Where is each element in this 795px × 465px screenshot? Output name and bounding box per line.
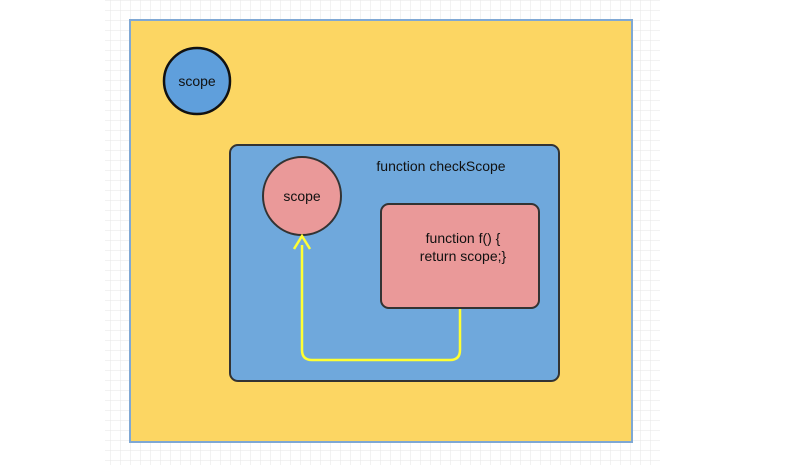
global-scope-node: scope — [162, 46, 232, 116]
local-scope-label: scope — [283, 188, 321, 204]
inner-function-box — [380, 203, 540, 309]
global-scope-circle — [162, 46, 232, 116]
inner-function-line-2: return scope;} — [420, 248, 507, 264]
inner-function-line-1: function f() { — [426, 230, 501, 246]
arrow-up-icon — [292, 233, 312, 250]
check-scope-title: function checkScope — [376, 158, 505, 174]
local-scope-node: scope — [262, 156, 342, 236]
scope-lookup-arrow — [300, 245, 462, 362]
global-scope-label: scope — [178, 73, 216, 89]
